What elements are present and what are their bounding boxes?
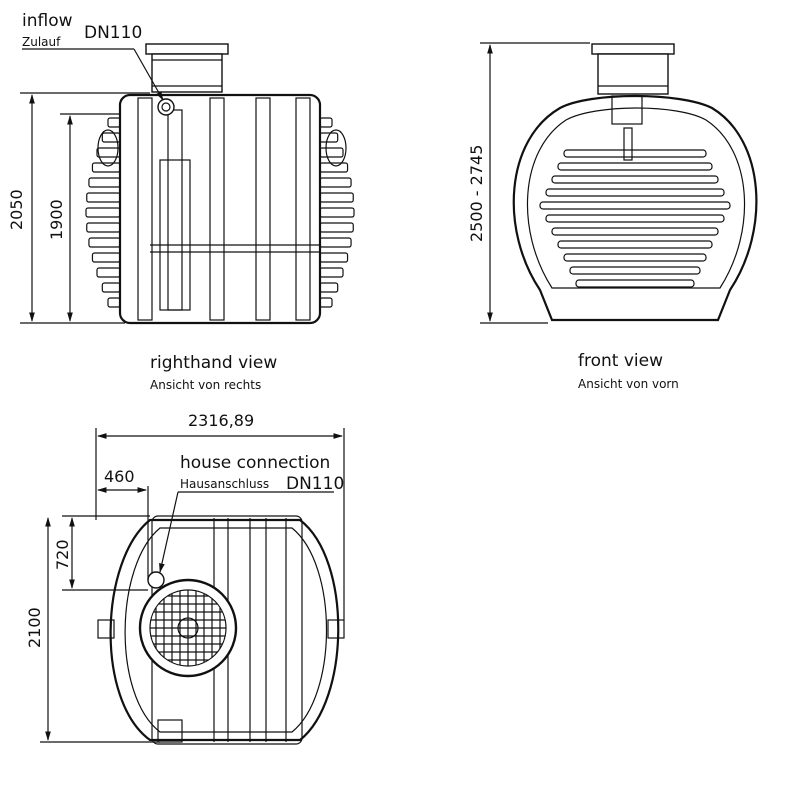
fin-right xyxy=(319,162,349,173)
fins-left xyxy=(85,117,121,308)
fin-right xyxy=(319,297,333,308)
front-rib xyxy=(575,279,695,288)
front-rib xyxy=(563,253,707,262)
inflow-sublabel: Zulauf xyxy=(22,35,61,49)
dim-2050: 2050 xyxy=(7,92,150,324)
front-caption-sub: Ansicht von vorn xyxy=(578,377,679,391)
fin-right xyxy=(319,147,344,158)
fin-right xyxy=(319,117,333,128)
dim-720: 720 xyxy=(53,515,150,591)
righthand-view: inflow Zulauf DN110 2050 1900 righthand … xyxy=(7,11,355,392)
fin-right xyxy=(319,222,354,233)
fin-left xyxy=(86,222,121,233)
fin-left xyxy=(96,267,121,278)
front-caption: front view xyxy=(578,351,663,371)
dim-460-text: 460 xyxy=(104,467,135,486)
fin-right xyxy=(319,207,355,218)
front-rib xyxy=(551,227,719,236)
dim-2100: 2100 xyxy=(25,517,160,743)
front-rib xyxy=(539,201,731,210)
fin-right xyxy=(319,132,339,143)
house-connection-port xyxy=(147,571,165,589)
front-rib xyxy=(545,214,725,223)
front-rib xyxy=(545,188,725,197)
top-body xyxy=(97,515,345,745)
house-connection-label: house connection xyxy=(180,453,330,473)
fin-left xyxy=(101,132,121,143)
dim-1900: 1900 xyxy=(47,113,120,322)
inflow-leader xyxy=(133,48,164,101)
fin-right xyxy=(319,177,352,188)
dim-front-height: 2500 - 2745 xyxy=(467,42,590,324)
fin-left xyxy=(85,207,121,218)
dim-front-height-text: 2500 - 2745 xyxy=(467,145,486,242)
fins-right xyxy=(319,117,355,308)
dome-shaft xyxy=(145,43,229,93)
dim-720-text: 720 xyxy=(53,539,72,570)
dim-2100-text: 2100 xyxy=(25,607,44,648)
fin-left xyxy=(86,192,121,203)
tank-body-side xyxy=(118,93,322,325)
fin-left xyxy=(107,117,121,128)
front-rib xyxy=(569,266,701,275)
fin-left xyxy=(107,297,121,308)
manhole-grid xyxy=(150,590,226,666)
righthand-caption: righthand view xyxy=(150,353,277,373)
side-lug-left xyxy=(97,129,119,167)
righthand-caption-sub: Ansicht von rechts xyxy=(150,378,261,392)
fin-left xyxy=(91,162,121,173)
inflow-label: inflow xyxy=(22,11,73,31)
dim-2050-text: 2050 xyxy=(7,189,26,230)
fin-right xyxy=(319,282,339,293)
dim-width-text: 2316,89 xyxy=(188,411,254,430)
top-manhole xyxy=(138,578,238,678)
front-rib xyxy=(563,149,707,158)
house-connection-sublabel: Hausanschluss xyxy=(180,477,269,491)
front-rib xyxy=(551,175,719,184)
fin-left xyxy=(101,282,121,293)
fin-right xyxy=(319,267,344,278)
front-rib xyxy=(557,240,713,249)
side-lug-right xyxy=(325,129,347,167)
house-leader xyxy=(159,491,179,573)
inflow-dn-label: DN110 xyxy=(84,23,142,43)
top-view: 2316,89 460 house connection Hausanschlu… xyxy=(25,411,345,745)
fin-left xyxy=(88,237,121,248)
fin-right xyxy=(319,192,354,203)
house-connection-dn: DN110 xyxy=(286,474,344,494)
fin-right xyxy=(319,237,352,248)
dim-460: 460 xyxy=(97,467,149,580)
fin-left xyxy=(96,147,121,158)
front-rib xyxy=(557,162,713,171)
front-dome xyxy=(591,43,675,125)
dim-1900-text: 1900 xyxy=(47,199,66,240)
front-view: 2500 - 2745 front view Ansicht von vorn xyxy=(467,42,758,391)
fin-right xyxy=(319,252,349,263)
fin-left xyxy=(91,252,121,263)
front-ribs xyxy=(539,149,731,288)
dim-width: 2316,89 xyxy=(95,411,345,620)
fin-left xyxy=(88,177,121,188)
front-body xyxy=(512,94,758,322)
